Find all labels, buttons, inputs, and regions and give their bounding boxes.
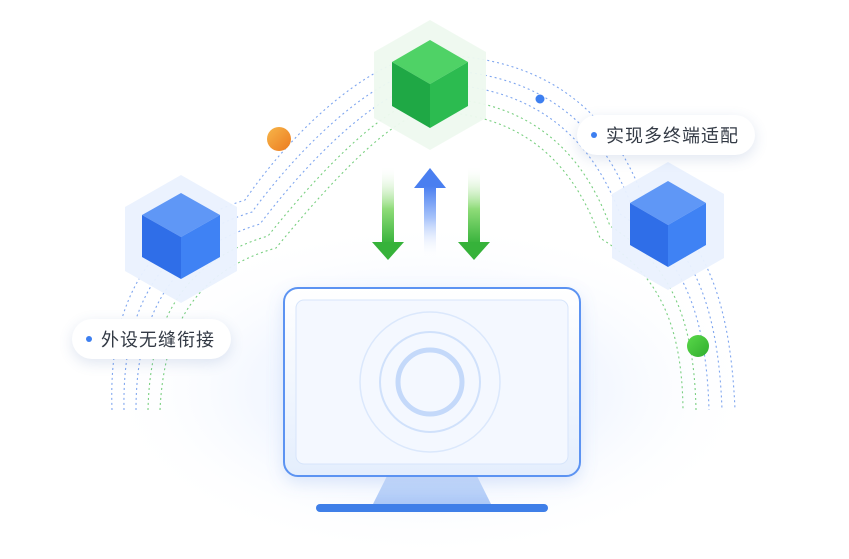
feature-label-text: 外设无缝衔接 [101, 330, 215, 351]
arrow-down-icon [458, 166, 490, 260]
arrow-down-icon [372, 166, 404, 260]
feature-label-text: 实现多终端适配 [606, 126, 739, 147]
bullet-dot [86, 336, 92, 342]
blue-node-dot [535, 94, 545, 104]
bullet-dot [591, 132, 597, 138]
blue-cube-icon [612, 162, 724, 290]
blue-cube-icon [125, 175, 237, 303]
arrow-up-icon [414, 168, 446, 258]
green-cube-icon [374, 20, 486, 150]
green-node-dot [687, 335, 709, 357]
feature-label-multi-terminal: 实现多终端适配 [577, 115, 755, 155]
monitor-icon [283, 287, 581, 512]
orange-node-dot [267, 127, 291, 151]
feature-label-peripheral: 外设无缝衔接 [72, 319, 231, 359]
